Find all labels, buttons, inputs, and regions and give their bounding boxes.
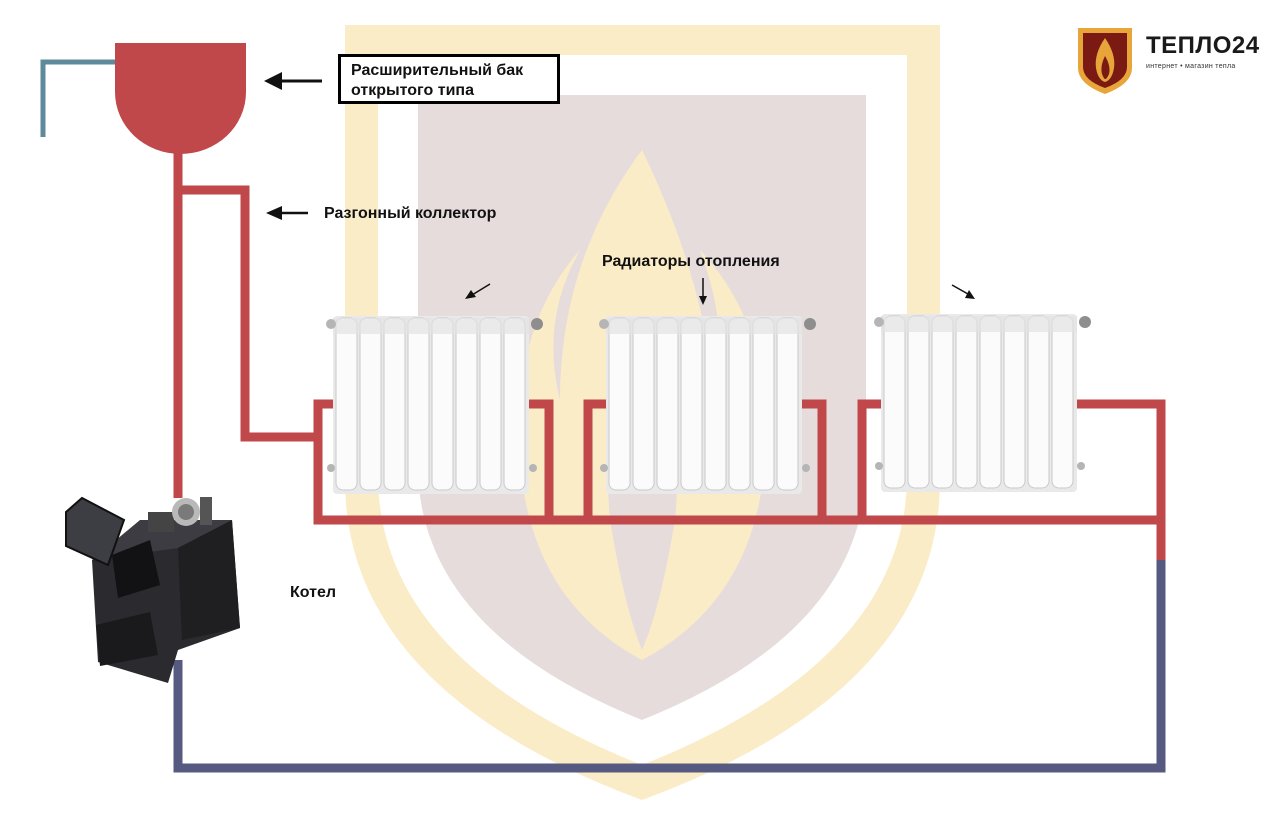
pointer-arrows [264,72,975,305]
logo-name: ТЕПЛО24 [1146,32,1260,59]
radiator [874,314,1091,492]
return-pipe [173,560,1166,773]
flame-icon [1078,28,1132,94]
collector-label: Разгонный коллектор [324,205,497,222]
tank-label-line2: открытого типа [351,82,474,99]
logo-tagline: интернет • магазин тепла [1146,63,1236,70]
radiator [599,316,816,494]
vent-pipe [40,59,115,137]
boiler-label: Котел [290,584,337,601]
tank-label-line1: Расширительный бак [351,62,524,79]
radiators-label: Радиаторы отопления [602,253,780,270]
brand-logo [1074,24,1254,96]
expansion-tank-label: Расширительный бак открытого типа [338,54,560,104]
expansion-tank [115,43,246,154]
radiator [326,316,543,494]
boiler [65,496,240,683]
